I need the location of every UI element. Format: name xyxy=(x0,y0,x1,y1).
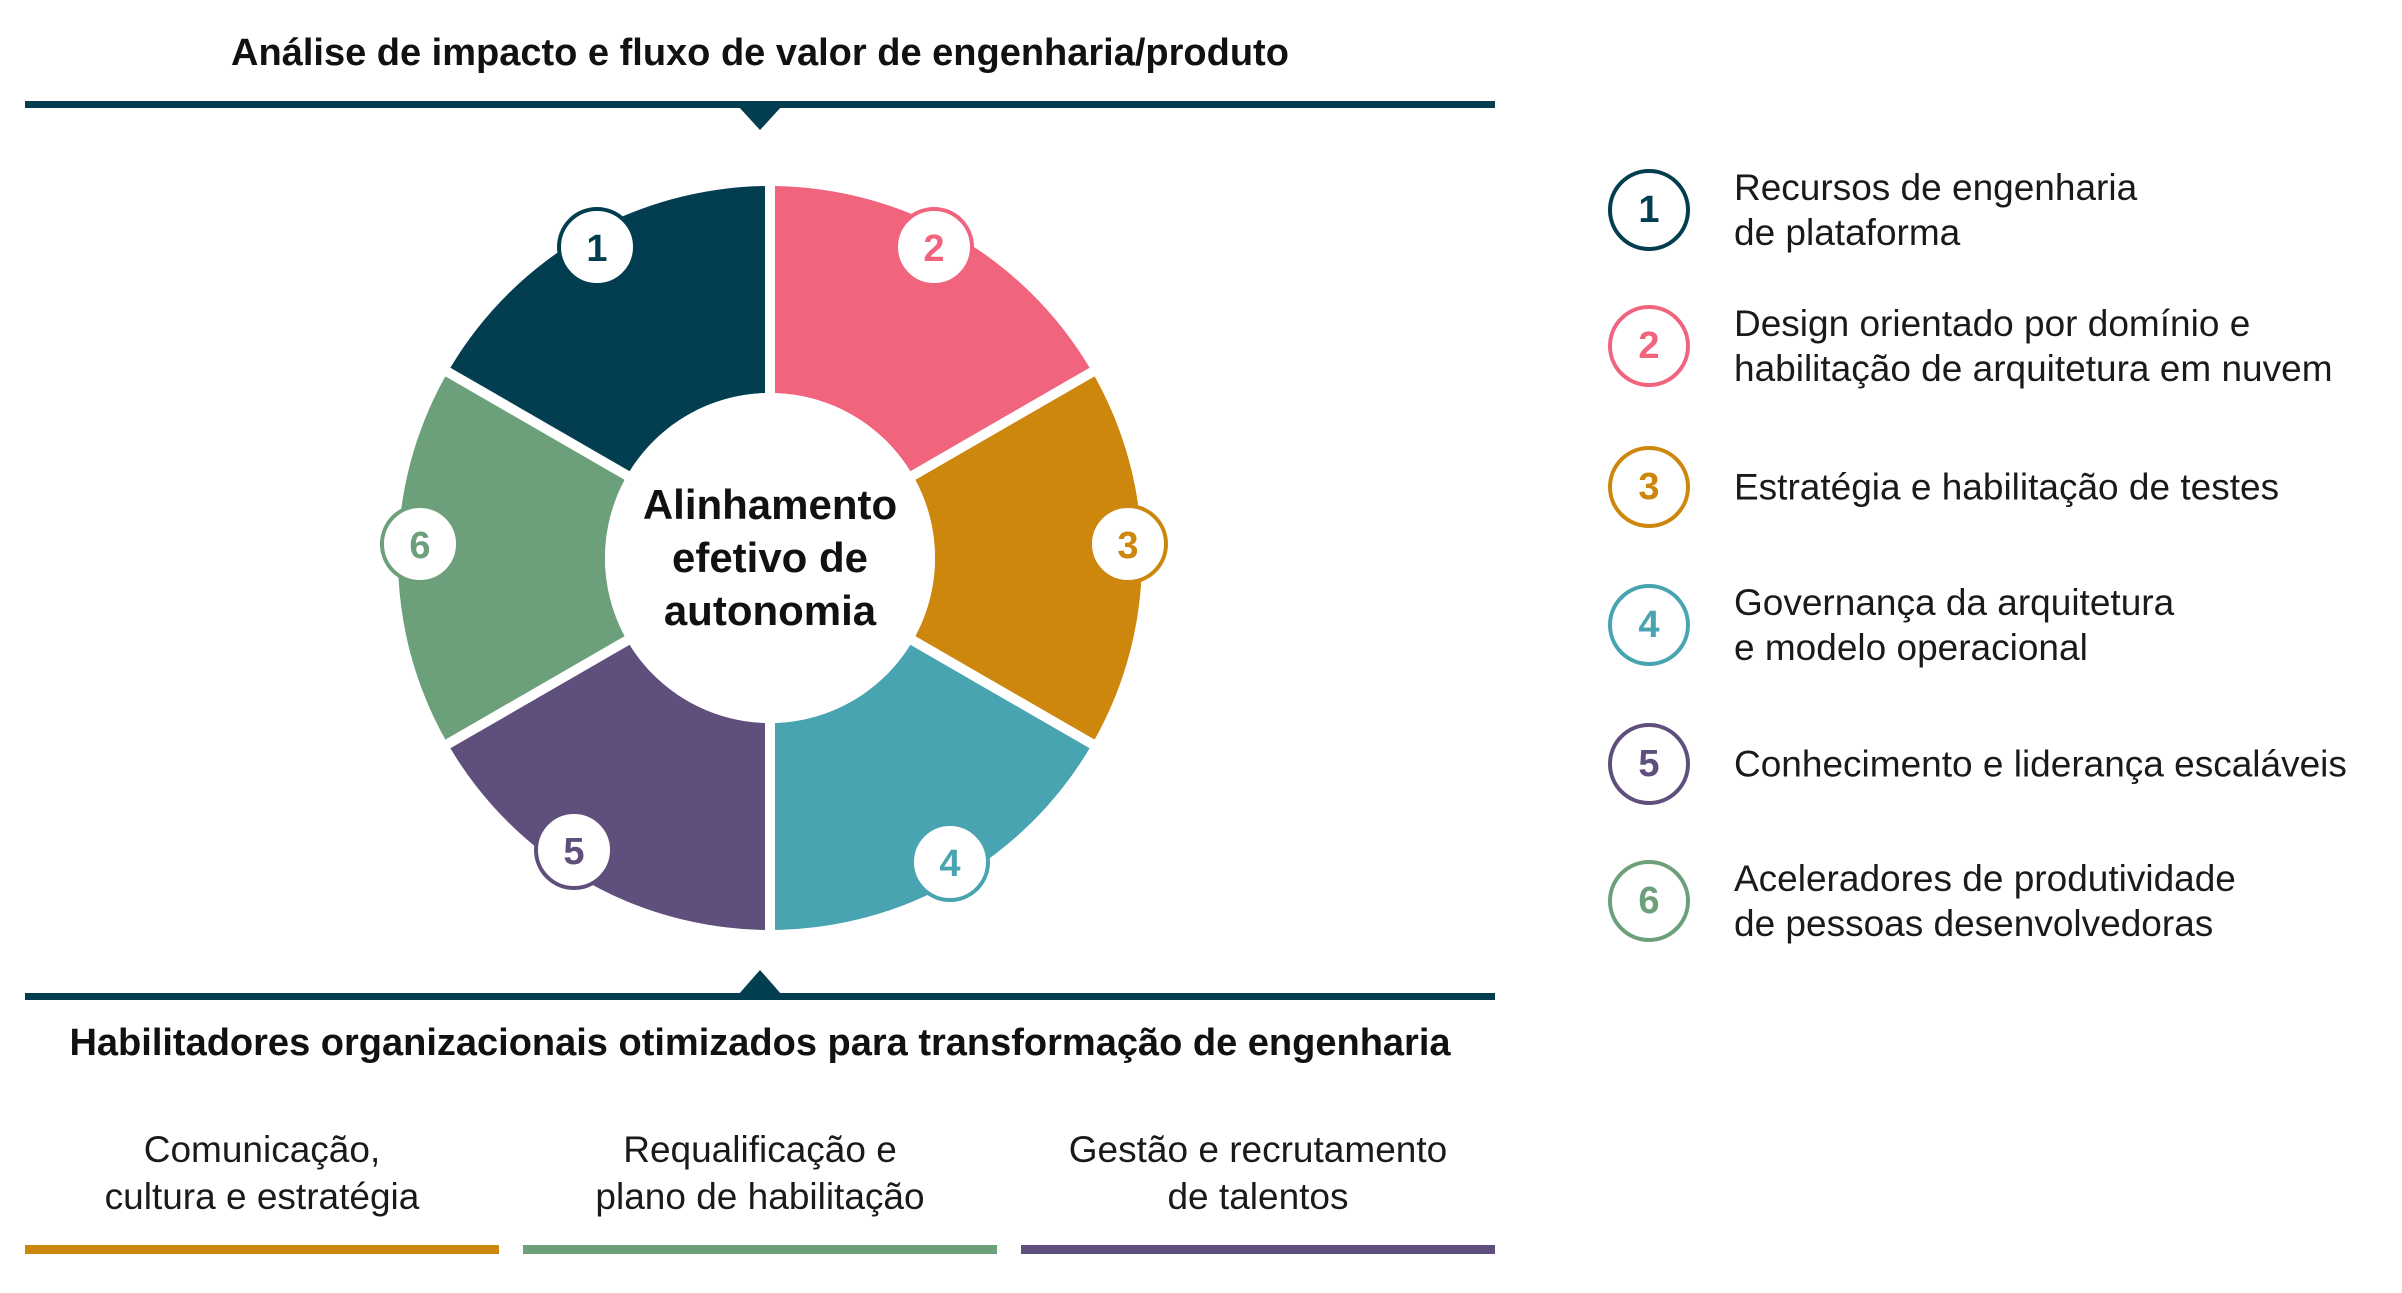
wheel-segment-1 xyxy=(450,186,765,472)
legend-badge-3: 3 xyxy=(1608,446,1690,528)
wheel-badge-number-1: 1 xyxy=(586,228,607,270)
wheel-segment-5 xyxy=(450,644,765,930)
enabler-bar-reskilling xyxy=(523,1245,997,1254)
legend-item-1: 1 Recursos de engenharia de plataforma xyxy=(1608,167,2388,253)
legend-item-3: 3 Estratégia e habilitação de testes xyxy=(1608,446,2388,530)
legend-badge-6: 6 xyxy=(1608,860,1690,942)
legend-label-3: Estratégia e habilitação de testes xyxy=(1734,466,2280,508)
legend-item-5: 5 Conhecimento e liderança escaláveis xyxy=(1608,723,2388,807)
enabler-talent: Gestão e recrutamento de talentos xyxy=(1068,1129,1448,1217)
enabler-communication: Comunicação, cultura e estratégia xyxy=(104,1129,420,1217)
enabler-bar-communication xyxy=(25,1245,499,1254)
center-hub xyxy=(605,393,935,723)
wheel-badge-2 xyxy=(894,207,974,287)
wheel-badge-3 xyxy=(1088,504,1168,584)
top-divider xyxy=(25,101,1495,130)
bottom-divider xyxy=(25,970,1495,1000)
wheel-segment-3 xyxy=(915,376,1142,740)
wheel-badge-number-5: 5 xyxy=(563,831,584,873)
legend-label-1: Recursos de engenharia de plataforma xyxy=(1734,167,2138,253)
wheel-badge-number-2: 2 xyxy=(923,228,944,270)
wheel-badge-number-3: 3 xyxy=(1117,525,1138,567)
wheel-segment-6 xyxy=(398,376,625,740)
legend-badge-4: 4 xyxy=(1608,584,1690,666)
legend-badge-1: 1 xyxy=(1608,169,1690,251)
legend-label-4: Governança da arquitetura e modelo opera… xyxy=(1734,582,2175,668)
enabler-bar-talent xyxy=(1021,1245,1495,1254)
enabler-reskilling: Requalificação e plano de habilitação xyxy=(595,1129,925,1217)
legend-label-5: Conhecimento e liderança escaláveis xyxy=(1734,743,2347,785)
legend-label-2: Design orientado por domínio e habilitaç… xyxy=(1734,303,2333,389)
legend-badge-5: 5 xyxy=(1608,723,1690,805)
wheel-segment-2 xyxy=(775,186,1090,472)
wheel-badge-5 xyxy=(534,810,614,890)
top-title: Análise de impacto e fluxo de valor de e… xyxy=(231,32,1289,74)
wheel-badge-4 xyxy=(910,822,990,902)
legend-badge-2: 2 xyxy=(1608,305,1690,387)
legend-label-6: Aceleradores de produtividade de pessoas… xyxy=(1734,858,2236,944)
legend-item-4: 4 Governança da arquitetura e modelo ope… xyxy=(1608,582,2388,668)
center-label: Alinhamento efetivo de autonomia xyxy=(642,481,898,634)
legend-item-2: 2 Design orientado por domínio e habilit… xyxy=(1608,303,2388,389)
legend-item-6: 6 Aceleradores de produtividade de pesso… xyxy=(1608,858,2388,944)
bottom-title: Habilitadores organizacionais otimizados… xyxy=(69,1022,1451,1064)
wheel-badge-number-6: 6 xyxy=(409,525,430,567)
wheel-badge-6 xyxy=(380,504,460,584)
wheel-segment-4 xyxy=(775,644,1090,930)
wheel-badge-1 xyxy=(557,207,637,287)
wheel-badge-number-4: 4 xyxy=(939,843,960,885)
